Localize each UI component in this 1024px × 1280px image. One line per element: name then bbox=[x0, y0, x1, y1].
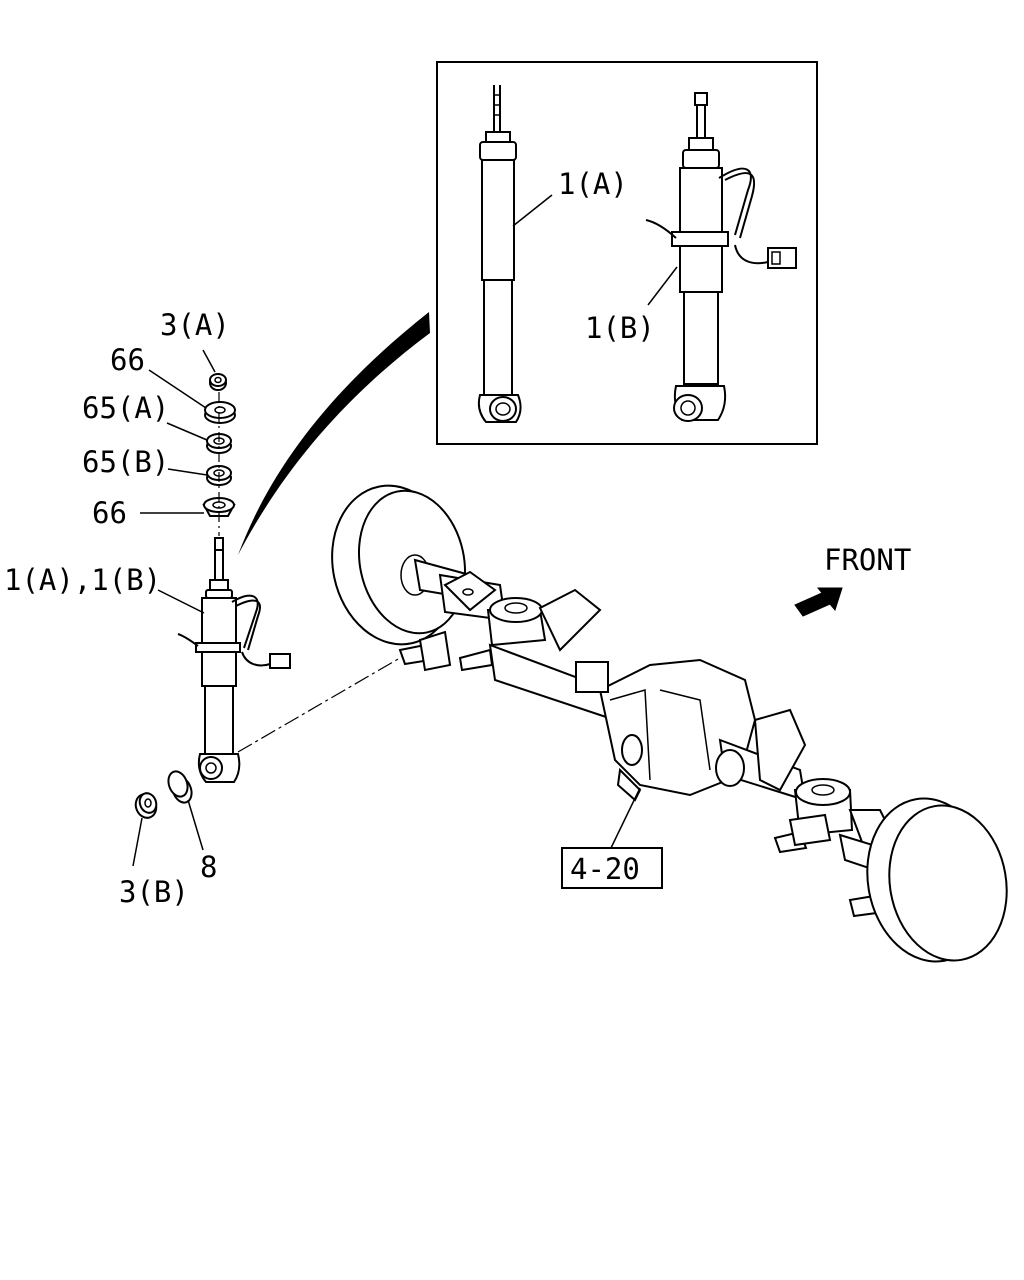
label-65b: 65(B) bbox=[82, 445, 169, 479]
exploded-parts-stack: 3(A) 66 65(A) 65(B) 66 1(A),1(B) 8 3(B) bbox=[4, 308, 291, 909]
leader-1b bbox=[647, 266, 678, 306]
washer-66-top-illustration bbox=[204, 401, 236, 424]
leader-1a bbox=[512, 194, 553, 227]
collar-8-illustration bbox=[167, 770, 193, 804]
nut-3a-illustration bbox=[209, 373, 227, 391]
label-1b: 1(B) bbox=[585, 311, 655, 345]
ref-label-4-20: 4-20 bbox=[570, 852, 640, 886]
label-66-top: 66 bbox=[110, 343, 145, 377]
label-65a: 65(A) bbox=[82, 391, 169, 425]
reference-box-4-20: 4-20 bbox=[561, 847, 663, 889]
front-arrow-icon bbox=[794, 587, 843, 617]
label-1a: 1(A) bbox=[558, 167, 628, 201]
nut-3b-illustration bbox=[134, 792, 158, 819]
brake-drum-left bbox=[331, 484, 467, 646]
mounting-centerline bbox=[237, 654, 406, 753]
label-3b: 3(B) bbox=[119, 875, 189, 909]
front-direction-indicator: FRONT bbox=[794, 543, 911, 617]
brake-drum-right bbox=[866, 797, 1008, 963]
label-66-bottom: 66 bbox=[92, 496, 127, 530]
detail-callout-sweep bbox=[238, 312, 430, 555]
label-1a-1b: 1(A),1(B) bbox=[4, 563, 161, 597]
label-3a: 3(A) bbox=[160, 308, 230, 342]
rear-axle-assembly bbox=[331, 484, 1008, 963]
shock-absorber-main-illustration bbox=[177, 537, 291, 783]
washer-66-bottom-illustration bbox=[202, 497, 236, 517]
inset-detail-box: 1(A) 1(B) bbox=[436, 61, 818, 445]
front-label: FRONT bbox=[824, 543, 911, 577]
shock-absorber-1b-illustration bbox=[645, 92, 797, 422]
label-8: 8 bbox=[200, 850, 217, 884]
shock-absorber-1a-illustration bbox=[477, 85, 522, 423]
